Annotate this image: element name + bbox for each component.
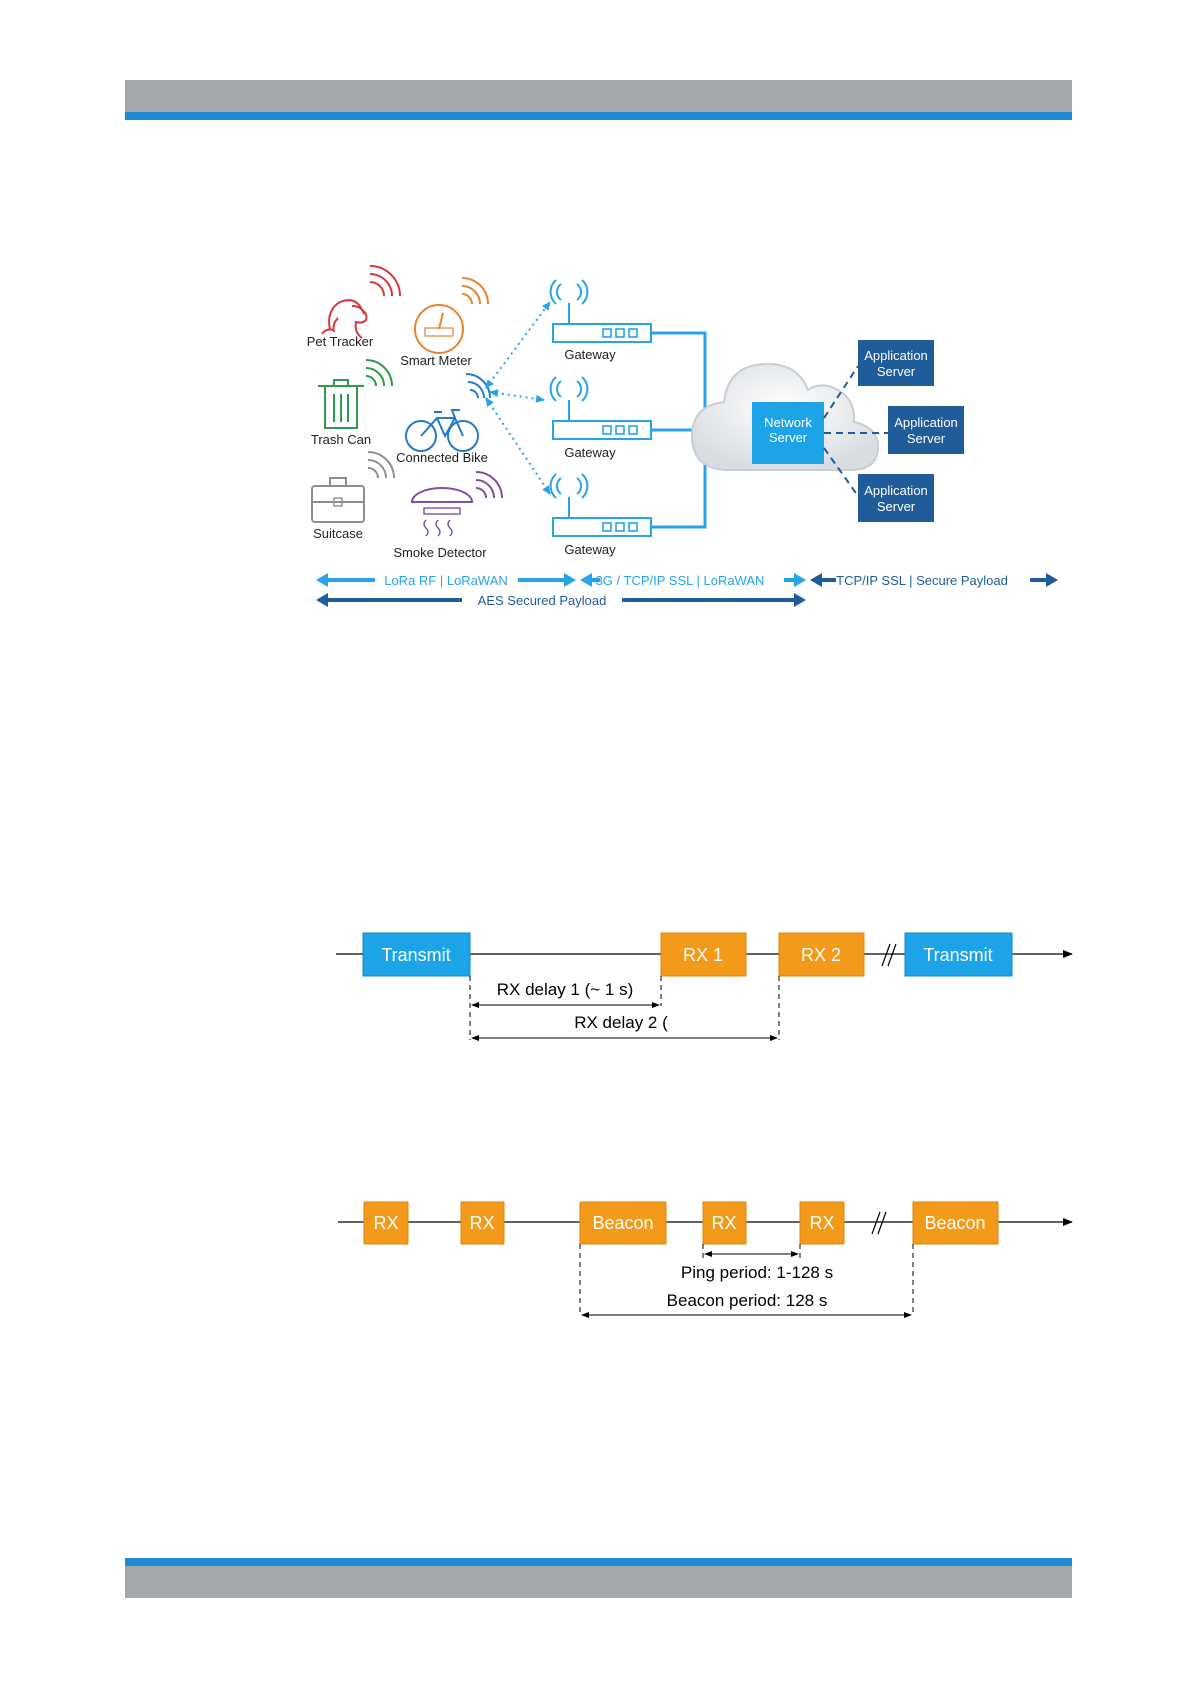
connected-bike-label: Connected Bike — [396, 450, 488, 465]
protocol-arrows: LoRa RF | LoRaWAN 3G / TCP/IP SSL | LoRa… — [316, 573, 1058, 608]
svg-text:Beacon: Beacon — [924, 1213, 985, 1233]
rx-box-2 — [460, 1201, 505, 1245]
gateway-label: Gateway — [564, 347, 616, 362]
trash-can-label: Trash Can — [311, 432, 371, 447]
connected-bike-icon — [405, 373, 491, 452]
svg-text:RX: RX — [809, 1213, 834, 1233]
svg-text:Server: Server — [907, 431, 946, 446]
svg-text:Server: Server — [877, 499, 916, 514]
svg-text:Application: Application — [864, 483, 928, 498]
svg-text:Server: Server — [769, 430, 808, 445]
class-a-timing-diagram: Transmit RX 1 RX 2 Transmit RX delay 1 (… — [336, 932, 1073, 1041]
pet-tracker-label: Pet Tracker — [307, 334, 374, 349]
svg-text:Beacon: Beacon — [592, 1213, 653, 1233]
beacon-period-label: Beacon period: 128 s — [667, 1291, 828, 1310]
app-server-links — [823, 365, 888, 497]
gateway-label: Gateway — [564, 542, 616, 557]
gateway-3: Gateway — [549, 473, 652, 557]
application-server-1: Application Server — [858, 340, 934, 386]
footer-grey-band — [125, 1566, 1072, 1598]
time-break-icon — [881, 943, 897, 967]
rx1-box — [660, 932, 747, 977]
smoke-detector-label: Smoke Detector — [393, 545, 487, 560]
application-server-3: Application Server — [858, 474, 934, 522]
rx-delay-1-label: RX delay 1 (~ 1 s) — [497, 980, 634, 999]
rx1-label: RX 1 — [683, 945, 723, 965]
beacon-box-1 — [579, 1201, 667, 1245]
suitcase-label: Suitcase — [313, 526, 363, 541]
gateway-2: Gateway — [549, 376, 652, 460]
backhaul-label: 3G / TCP/IP SSL | LoRaWAN — [596, 573, 765, 588]
transmit-box — [362, 932, 471, 977]
class-b-timing-diagram: RX RX Beacon RX RX Beacon Ping period: 1… — [338, 1201, 1073, 1318]
suitcase-icon — [311, 451, 395, 523]
application-server-2: Application Server — [888, 406, 964, 454]
lorawan-architecture-diagram: Pet Tracker Smart Meter Trash Can — [307, 265, 1058, 608]
rx-delay-2-label: RX delay 2 ( — [574, 1013, 668, 1032]
transmit-label-2: Transmit — [923, 945, 992, 965]
smoke-detector-icon — [410, 471, 503, 537]
pet-tracker-icon — [321, 265, 401, 339]
network-server-box: Network Server — [752, 402, 824, 464]
svg-text:Server: Server — [877, 364, 916, 379]
footer-blue-stripe — [125, 1558, 1072, 1566]
gateway-label: Gateway — [564, 445, 616, 460]
svg-text:Network: Network — [764, 415, 812, 430]
rx2-box — [778, 932, 865, 977]
time-break-icon — [871, 1211, 887, 1235]
svg-text:Application: Application — [894, 415, 958, 430]
header-grey-band — [125, 80, 1072, 112]
gateway-1: Gateway — [549, 279, 652, 362]
svg-text:RX: RX — [711, 1213, 736, 1233]
smart-meter-icon — [414, 277, 489, 354]
smart-meter-label: Smart Meter — [400, 353, 472, 368]
transmit-box-2 — [904, 932, 1013, 977]
transmit-label: Transmit — [381, 945, 450, 965]
rx-box-1 — [363, 1201, 409, 1245]
aes-payload-label: AES Secured Payload — [478, 593, 607, 608]
trash-can-icon — [318, 359, 393, 429]
svg-text:Application: Application — [864, 348, 928, 363]
beacon-box-2 — [912, 1201, 999, 1245]
svg-text:RX: RX — [469, 1213, 494, 1233]
header-blue-stripe — [125, 112, 1072, 120]
rx2-label: RX 2 — [801, 945, 841, 965]
rf-links — [485, 301, 551, 495]
rx-box-3 — [702, 1201, 747, 1245]
rx-box-4 — [799, 1201, 845, 1245]
lora-rf-label: LoRa RF | LoRaWAN — [384, 573, 508, 588]
ping-period-label: Ping period: 1-128 s — [681, 1263, 833, 1282]
tcp-ip-label: TCP/IP SSL | Secure Payload — [836, 573, 1008, 588]
svg-text:RX: RX — [373, 1213, 398, 1233]
